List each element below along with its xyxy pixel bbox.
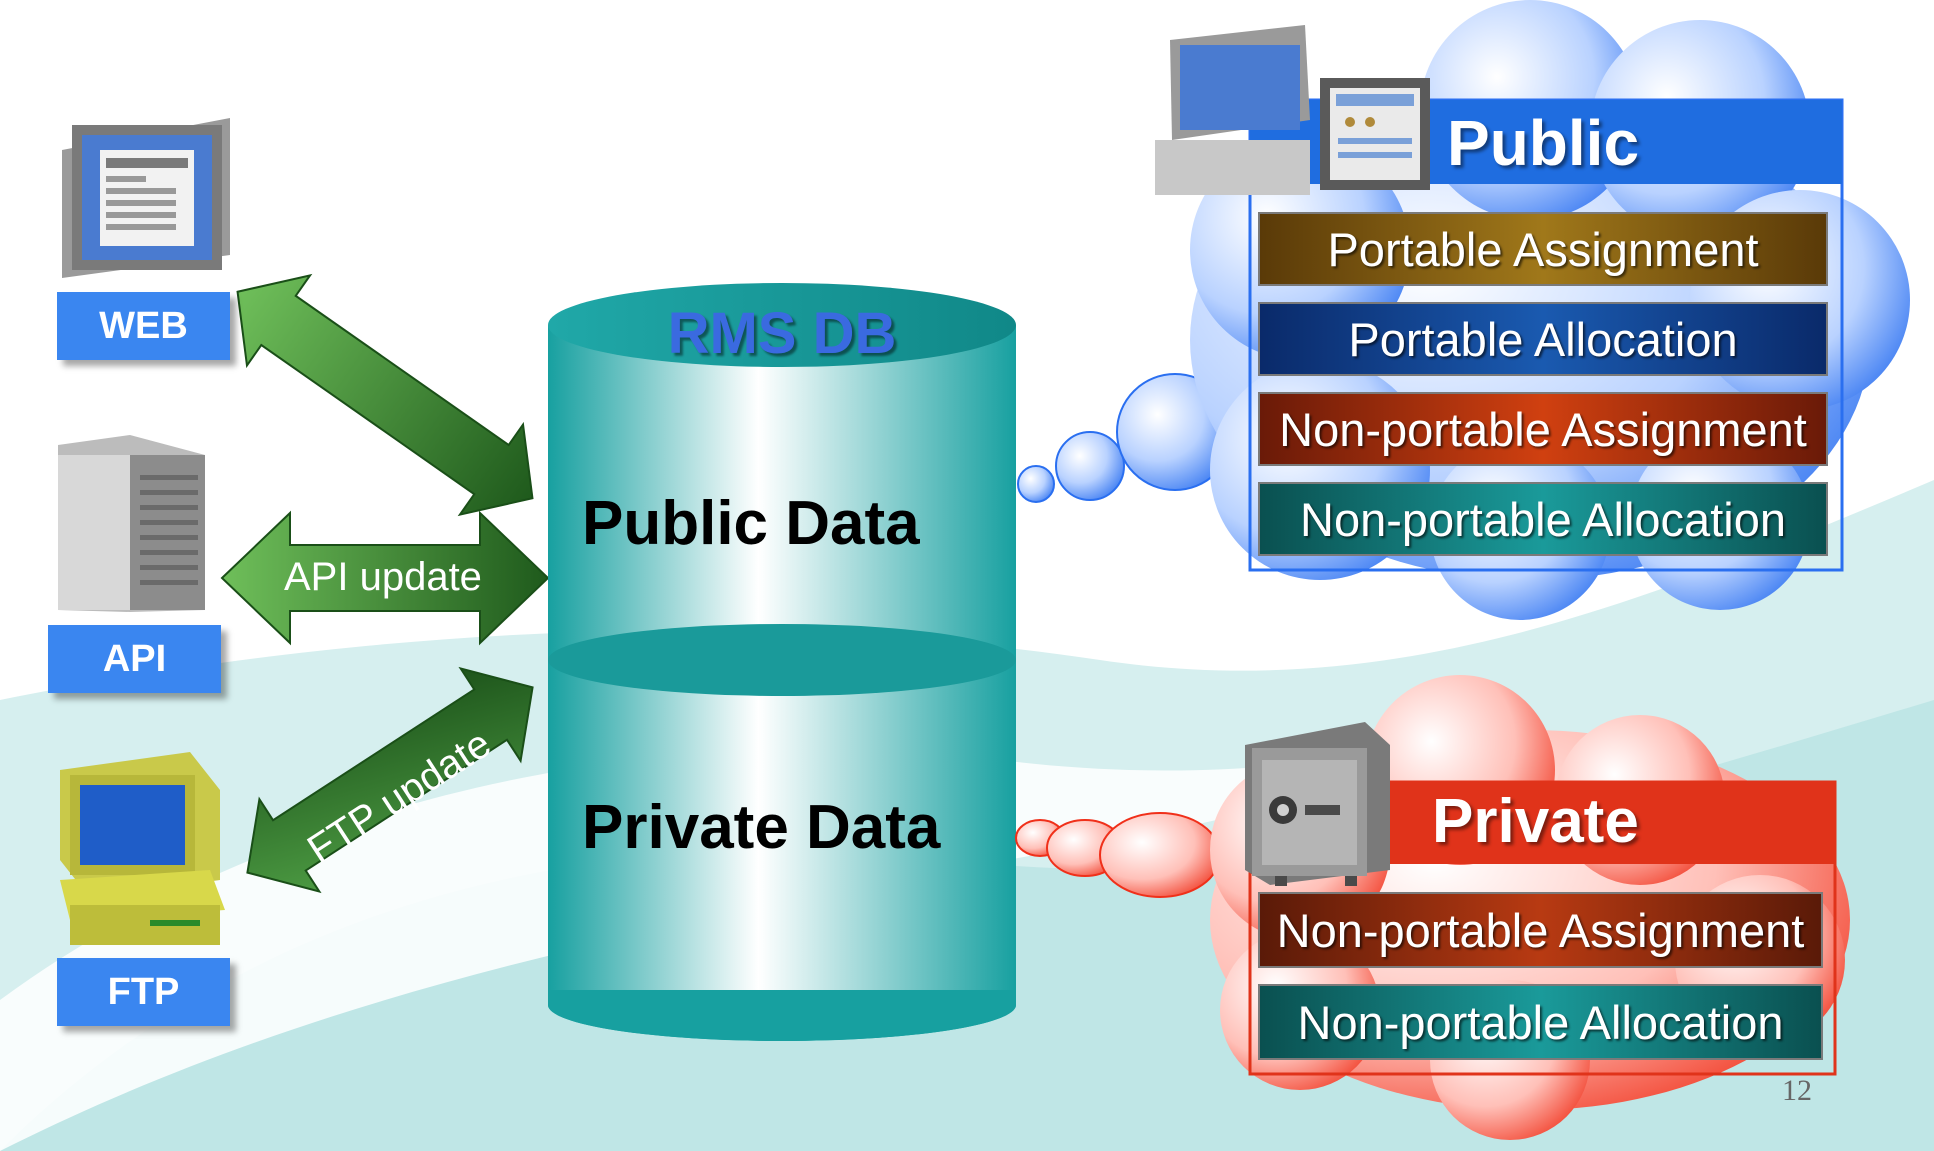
private-data-label: Private Data: [582, 793, 941, 862]
web-label: WEB: [57, 292, 230, 360]
private-item-nonportable-allocation: Non-portable Allocation: [1258, 984, 1823, 1060]
server-tower-icon: [58, 435, 205, 612]
public-item-portable-assignment: Portable Assignment: [1258, 212, 1828, 286]
api-label: API: [48, 625, 221, 693]
page-number: 12: [1782, 1074, 1812, 1107]
api-update-label: API update: [284, 555, 482, 599]
web-monitor-icon: [62, 118, 230, 278]
public-item-portable-allocation: Portable Allocation: [1258, 302, 1828, 376]
public-data-label: Public Data: [582, 489, 920, 558]
public-item-nonportable-allocation: Non-portable Allocation: [1258, 482, 1828, 556]
ftp-update-arrow: [246, 666, 534, 894]
rms-db-cylinder: [548, 283, 1016, 1041]
desktop-computer-icon: [60, 752, 225, 945]
db-title: RMS DB: [667, 301, 897, 366]
web-update-arrow: [236, 273, 534, 517]
safe-vault-icon: [1245, 722, 1390, 886]
ftp-label: FTP: [57, 958, 230, 1026]
computer-with-screen-icon: [1155, 25, 1430, 195]
public-title: Public: [1447, 107, 1640, 179]
private-title: Private: [1432, 787, 1639, 856]
private-item-nonportable-assignment: Non-portable Assignment: [1258, 892, 1823, 968]
public-item-nonportable-assignment: Non-portable Assignment: [1258, 392, 1828, 466]
